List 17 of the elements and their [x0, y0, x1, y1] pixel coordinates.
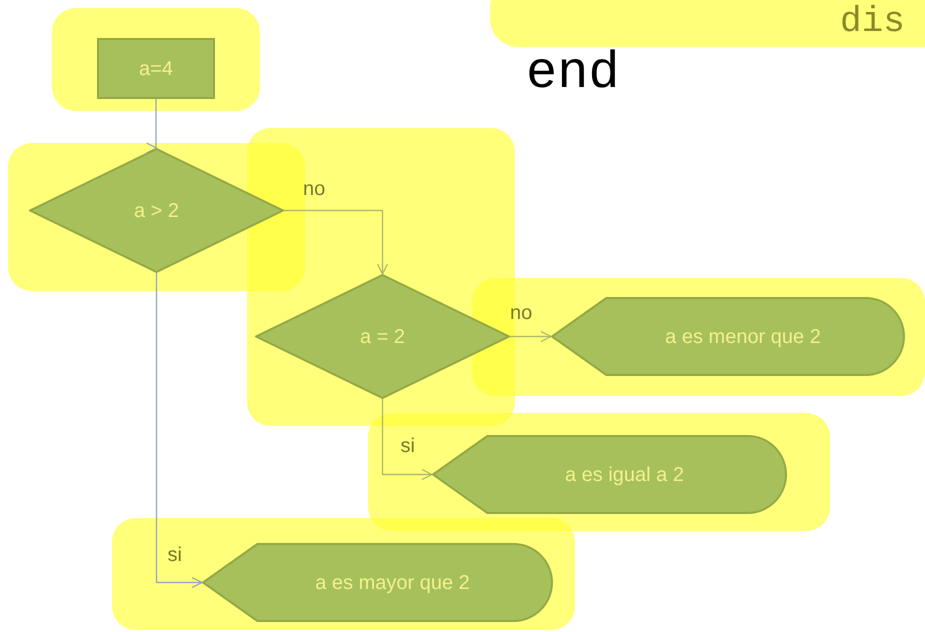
- node-label: a > 2: [134, 198, 180, 222]
- arrow: [510, 330, 552, 342]
- edge-label: si: [168, 543, 182, 567]
- arrow: [156, 273, 203, 588]
- node-label: a=4: [139, 56, 173, 80]
- arrow: [284, 210, 388, 275]
- code-text: dis: [840, 2, 905, 42]
- arrow: [382, 399, 433, 480]
- node-label: a es menor que 2: [664, 324, 822, 348]
- arrow: [146, 99, 158, 154]
- edge-label: si: [400, 434, 415, 458]
- code-text: end: [526, 44, 620, 104]
- edge-label: no: [303, 176, 326, 200]
- node-label: a es mayor que 2: [314, 570, 471, 594]
- node-label: a es igual a 2: [564, 462, 685, 486]
- node-label: a = 2: [360, 324, 406, 348]
- edge-label: no: [510, 300, 532, 324]
